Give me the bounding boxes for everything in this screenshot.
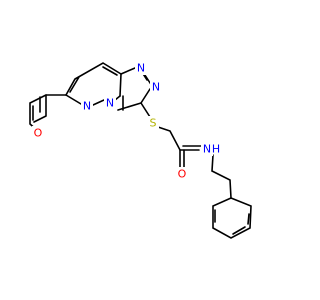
molecule-diagram: O N N N N S O N H bbox=[29, 61, 252, 239]
amide-nitrogen-label: N bbox=[203, 143, 211, 156]
atom-labels: O N N N N S O N H bbox=[32, 61, 220, 181]
benzene-bonds bbox=[212, 197, 252, 239]
pyridazine-nitrogen-label: N bbox=[83, 100, 91, 113]
carbonyl-oxygen-label: O bbox=[178, 168, 187, 181]
furan-double-bonds bbox=[32, 96, 41, 121]
pyridazine-bonds bbox=[65, 62, 122, 97]
triazole-nitrogen-1-label: N bbox=[137, 62, 145, 75]
triazole-nitrogen-2-label: N bbox=[152, 81, 160, 94]
triazole-bonds bbox=[117, 67, 153, 111]
bridgehead-nitrogen-label: N bbox=[106, 97, 114, 110]
sulfur-label: S bbox=[150, 117, 157, 130]
chain-bonds bbox=[140, 102, 203, 151]
furan-bonds bbox=[29, 94, 47, 132]
amide-hydrogen-label: H bbox=[212, 143, 220, 156]
carbonyl-bond bbox=[179, 149, 185, 168]
phenethyl-bonds bbox=[211, 154, 232, 199]
furan-oxygen-label: O bbox=[34, 127, 43, 140]
